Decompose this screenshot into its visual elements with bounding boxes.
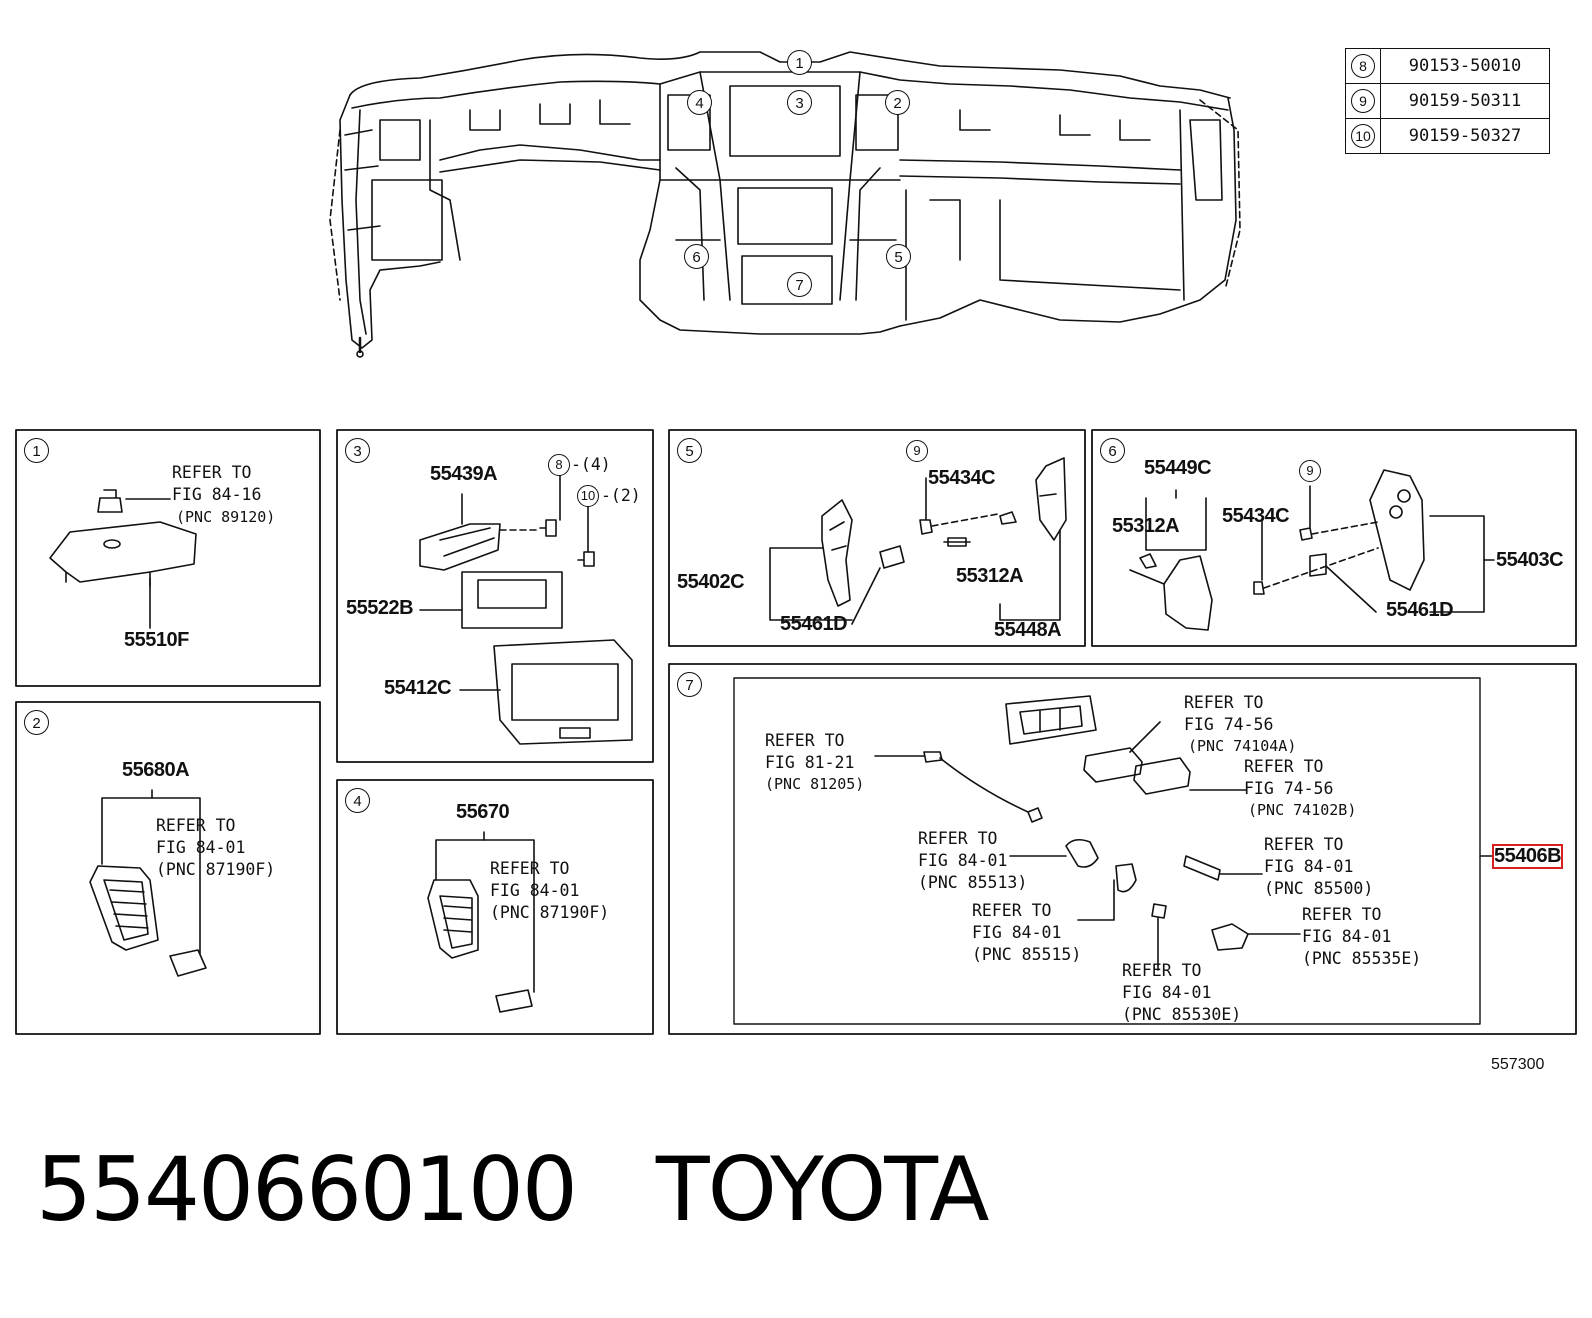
- panel-7-refer: REFER TO: [918, 829, 998, 848]
- panel-6-number: 6: [1100, 438, 1125, 463]
- panel-7-refer: REFER TO: [765, 731, 845, 750]
- panel-2-number: 2: [24, 710, 49, 735]
- panel-3-part-b: 55522B: [346, 597, 414, 619]
- callout-5: 5: [886, 244, 911, 269]
- panel-7-refer: REFER TO: [1122, 961, 1202, 980]
- panel-7-fig: FIG 84-01: [1302, 927, 1392, 946]
- panel-3-part-a: 55439A: [430, 463, 498, 485]
- panel-3-bolt-10: 10: [577, 485, 599, 507]
- callout-4: 4: [687, 90, 712, 115]
- panel-7-fig: FIG 74-56: [1184, 715, 1274, 734]
- caption: 5540660100 TOYOTA: [36, 1140, 1067, 1240]
- panel-5-art: [769, 457, 1067, 625]
- panel-7-pnc: (PNC 74104A): [1188, 737, 1297, 755]
- fastener-key: 9: [1351, 89, 1375, 113]
- panel-5-part-e: 55448A: [994, 619, 1062, 641]
- panel-7-main-part: 55406B: [1491, 844, 1564, 869]
- panel-4-refer: REFER TO: [490, 859, 570, 878]
- panel-6-art: [1129, 469, 1495, 631]
- callout-7: 7: [787, 272, 812, 297]
- panel-7-refer: REFER TO: [1302, 905, 1382, 924]
- panel-3-part-c: 55412C: [384, 677, 452, 699]
- panel-1-part: 55510F: [124, 629, 189, 651]
- fastener-row: 9 90159-50311: [1345, 83, 1550, 119]
- panel-7-pnc: (PNC 85500): [1264, 879, 1374, 898]
- panel-1-pnc: (PNC 89120): [176, 508, 276, 526]
- panel-5-number: 5: [677, 438, 702, 463]
- panel-3-number: 3: [345, 438, 370, 463]
- panel-7-refer: REFER TO: [972, 901, 1052, 920]
- panel-7-fig: FIG 84-01: [972, 923, 1062, 942]
- panel-6-part-c: 55434C: [1222, 505, 1290, 527]
- callout-6: 6: [684, 244, 709, 269]
- panel-7-pnc: (PNC 74102B): [1248, 801, 1357, 819]
- panel-2-part: 55680A: [122, 759, 190, 781]
- panel-1-fig: FIG 84-16: [172, 485, 262, 504]
- panel-2-fig: FIG 84-01: [156, 838, 246, 857]
- fastener-code: 90153-50010: [1380, 48, 1550, 84]
- instrument-panel-frame-illustration: [329, 51, 1241, 358]
- callout-2: 2: [885, 90, 910, 115]
- panel-7-fig: FIG 84-01: [1264, 857, 1354, 876]
- panel-3-art: [419, 465, 633, 745]
- panel-7-fig: FIG 74-56: [1244, 779, 1334, 798]
- caption-part-number: 5540660100: [36, 1138, 578, 1241]
- panel-6-part-e: 55461D: [1386, 599, 1454, 621]
- fastener-code: 90159-50311: [1380, 83, 1550, 119]
- panel-7-pnc: (PNC 81205): [765, 775, 865, 793]
- panel-5-part-d: 55461D: [780, 613, 848, 635]
- panel-7-refer: REFER TO: [1264, 835, 1344, 854]
- callout-1: 1: [787, 50, 812, 75]
- callout-3: 3: [787, 90, 812, 115]
- panel-2-refer: REFER TO: [156, 816, 236, 835]
- panel-5-part-a: 55434C: [928, 467, 996, 489]
- panel-7-number: 7: [677, 672, 702, 697]
- panel-6-part-a: 55449C: [1144, 457, 1212, 479]
- panel-7-pnc: (PNC 85515): [972, 945, 1082, 964]
- fastener-key: 8: [1351, 54, 1375, 78]
- panel-4-fig: FIG 84-01: [490, 881, 580, 900]
- panel-4-part: 55670: [456, 801, 510, 823]
- panel-6-part-d: 55403C: [1496, 549, 1564, 571]
- panel-7-pnc: (PNC 85535E): [1302, 949, 1422, 968]
- fastener-table: 8 90153-50010 9 90159-50311 10 90159-503…: [1345, 48, 1550, 154]
- panel-7-art: [874, 695, 1493, 971]
- panel-7-refer: REFER TO: [1244, 757, 1324, 776]
- panel-7-fig: FIG 81-21: [765, 753, 855, 772]
- panel-4-art: [427, 831, 535, 1013]
- panel-1-art: [49, 489, 197, 629]
- figure-id: 557300: [1491, 1056, 1545, 1073]
- panel-5-bolt-9: 9: [906, 440, 928, 462]
- caption-brand: TOYOTA: [655, 1138, 990, 1241]
- panel-4-number: 4: [345, 788, 370, 813]
- panel-3-bolt-8: 8: [548, 454, 570, 476]
- panel-3-qty-8: -(4): [571, 455, 611, 474]
- panel-7-pnc: (PNC 85530E): [1122, 1005, 1242, 1024]
- panel-7-fig: FIG 84-01: [1122, 983, 1212, 1002]
- panel-3-qty-10: -(2): [601, 486, 641, 505]
- panel-2-pnc: (PNC 87190F): [156, 860, 276, 879]
- fastener-code: 90159-50327: [1380, 118, 1550, 154]
- fastener-key: 10: [1351, 124, 1375, 148]
- panel-7-refer: REFER TO: [1184, 693, 1264, 712]
- panel-6-bolt-9: 9: [1299, 460, 1321, 482]
- panel-7-pnc: (PNC 85513): [918, 873, 1028, 892]
- panel-1-number: 1: [24, 438, 49, 463]
- panel-frames: [15, 429, 1577, 1035]
- fastener-row: 8 90153-50010: [1345, 48, 1550, 84]
- panel-6-part-b: 55312A: [1112, 515, 1180, 537]
- panel-5-part-c: 55312A: [956, 565, 1024, 587]
- panel-5-part-b: 55402C: [677, 571, 745, 593]
- panel-4-pnc: (PNC 87190F): [490, 903, 610, 922]
- panel-2-art: [89, 789, 207, 977]
- panel-1-refer: REFER TO: [172, 463, 252, 482]
- panel-7-fig: FIG 84-01: [918, 851, 1008, 870]
- fastener-row: 10 90159-50327: [1345, 118, 1550, 154]
